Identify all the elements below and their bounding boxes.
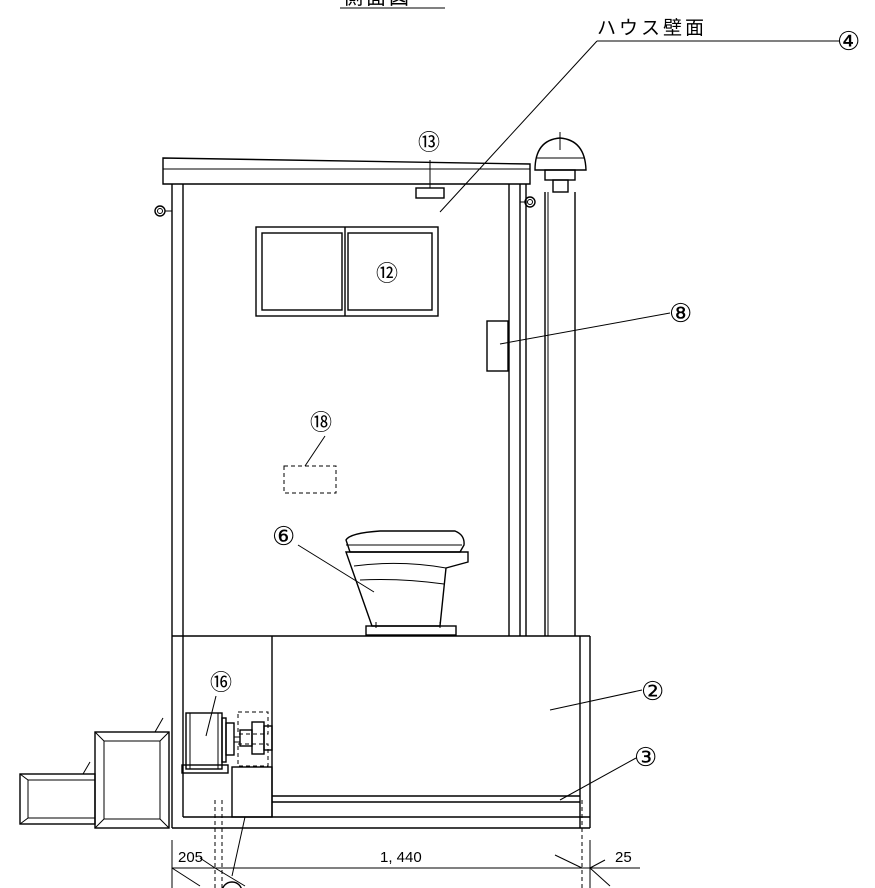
callout-2: ②: [549, 677, 664, 711]
cabin-frame: [171, 184, 527, 636]
roof: [162, 157, 531, 185]
svg-text:②: ②: [641, 677, 664, 707]
dim-right: 25: [615, 849, 632, 866]
svg-text:⑥: ⑥: [272, 522, 295, 552]
svg-text:④: ④: [837, 27, 860, 57]
svg-text:⑫: ⑫: [376, 262, 398, 287]
svg-text:⑱: ⑱: [310, 411, 332, 436]
svg-text:⑬: ⑬: [418, 131, 440, 156]
steps: [19, 717, 170, 829]
window-12: ⑫: [255, 226, 439, 317]
dimension-line: 205 1, 440 25: [171, 800, 640, 888]
pump-16: ⑯: [181, 671, 273, 774]
hidden-item-18: ⑱: [283, 411, 337, 494]
callout-4: ④: [837, 27, 860, 57]
svg-text:⑯: ⑯: [210, 671, 232, 696]
base-tank: [171, 635, 591, 829]
dim-left: 205: [178, 849, 203, 866]
toilet-6: ⑥: [272, 522, 469, 636]
left-hook: [154, 205, 172, 217]
dim-middle: 1, 440: [380, 849, 422, 866]
vent-cap: [534, 132, 587, 193]
fixture-13: ⑬: [415, 131, 445, 199]
callout-3: ③: [559, 743, 657, 801]
svg-text:⑧: ⑧: [669, 299, 692, 329]
wall-label: ハウス壁面: [597, 17, 707, 39]
drawing-title: 側面図: [343, 0, 412, 9]
panel-8: ⑧: [486, 299, 692, 372]
svg-text:③: ③: [634, 743, 657, 773]
right-hook: [520, 196, 536, 208]
vent-pipe: [544, 192, 576, 636]
lower-box: [231, 766, 273, 877]
